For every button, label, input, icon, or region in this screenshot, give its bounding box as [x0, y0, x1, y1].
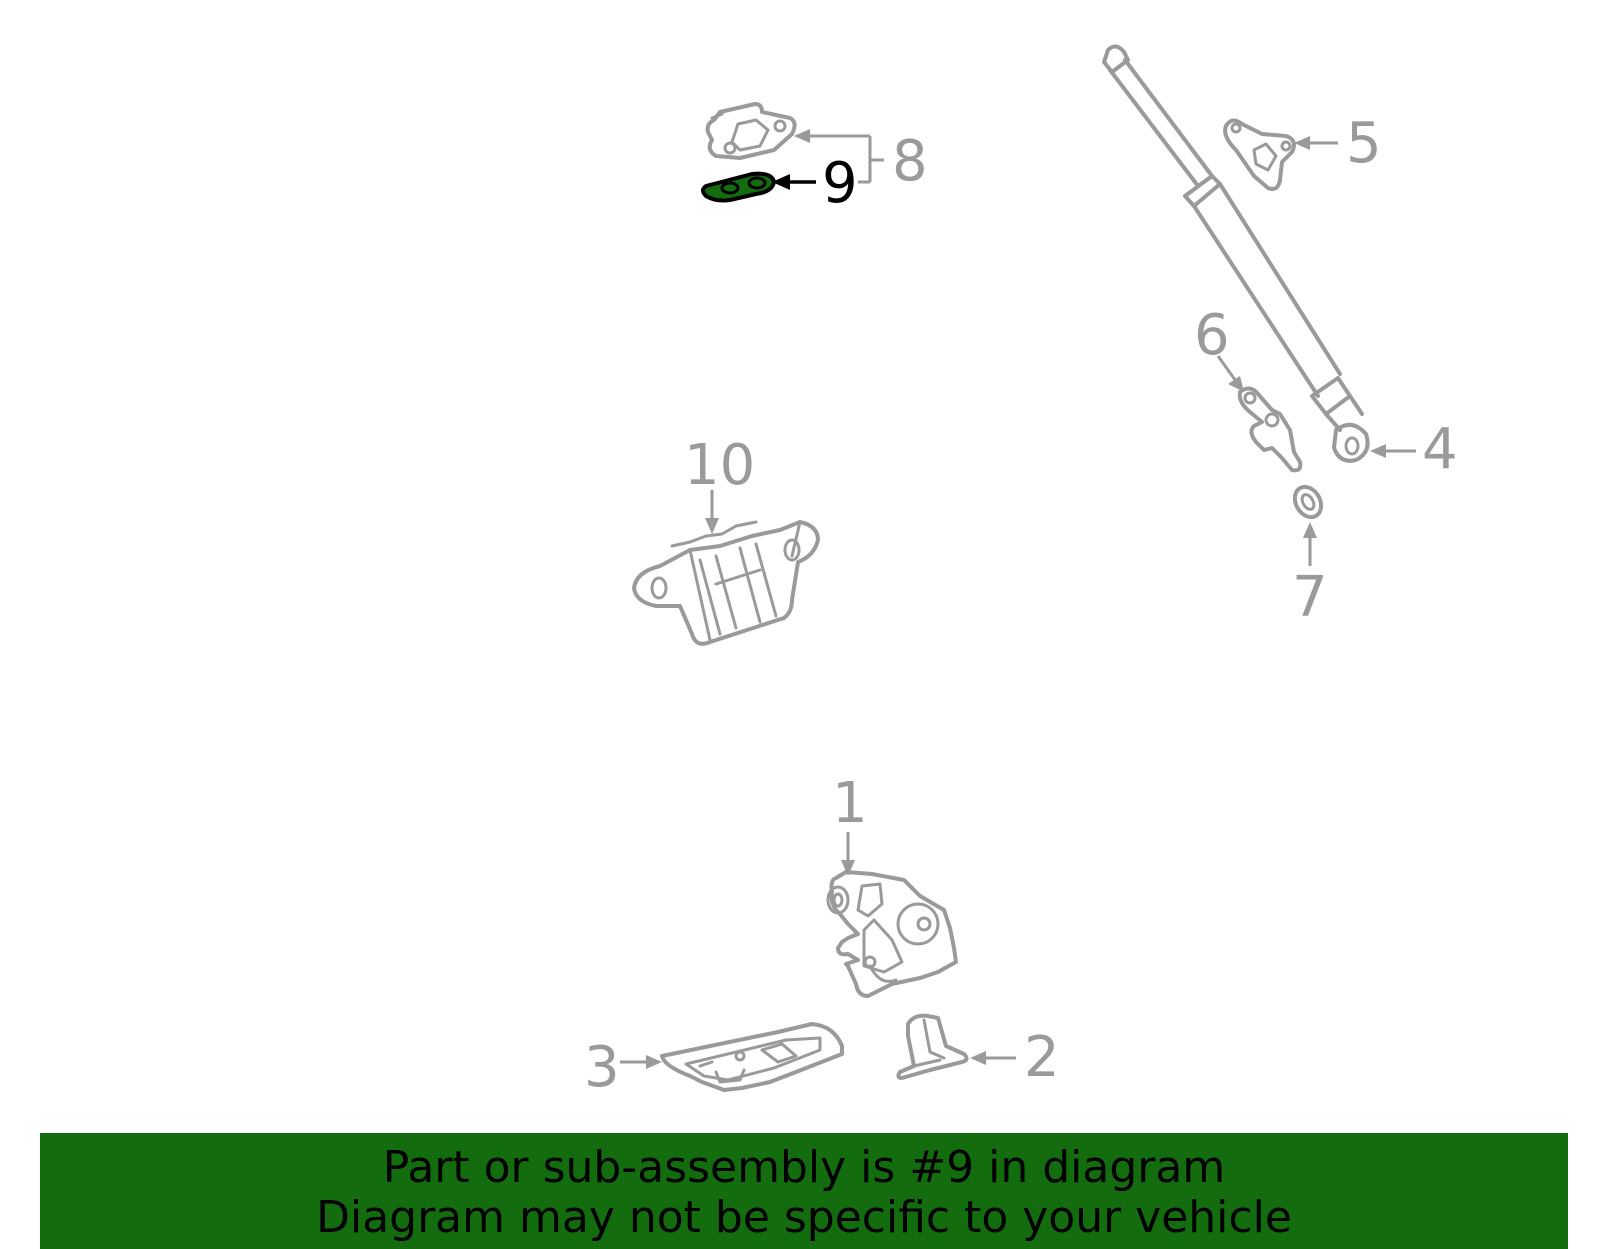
callout-3[interactable]: 3 — [584, 1035, 620, 1100]
part-7-grommet[interactable] — [1290, 482, 1327, 522]
part-8-bracket[interactable] — [705, 102, 797, 160]
callout-10[interactable]: 10 — [684, 433, 755, 498]
callout-2[interactable]: 2 — [1024, 1025, 1060, 1090]
part-6-lower-bracket[interactable] — [1237, 386, 1303, 473]
part-9-gasket-highlighted[interactable] — [701, 171, 776, 203]
part-4-lift-support-strut[interactable] — [1102, 44, 1370, 463]
info-banner: Part or sub-assembly is #9 in diagram Di… — [40, 1133, 1568, 1249]
banner-line-1: Part or sub-assembly is #9 in diagram — [382, 1142, 1226, 1193]
callout-7[interactable]: 7 — [1292, 565, 1328, 630]
callout-1[interactable]: 1 — [832, 771, 868, 836]
part-1-latch-actuator[interactable] — [826, 870, 958, 998]
callout-8[interactable]: 8 — [892, 129, 928, 194]
callout-9[interactable]: 9 — [822, 151, 858, 216]
part-5-upper-bracket[interactable] — [1223, 118, 1296, 191]
part-6-leader — [1216, 355, 1244, 392]
callout-4[interactable]: 4 — [1422, 417, 1458, 482]
part-3-cover-plate[interactable] — [660, 1022, 844, 1092]
part-2-small-bracket[interactable] — [896, 1013, 969, 1080]
part-9-leader — [772, 174, 816, 190]
part-1-leader — [841, 832, 855, 876]
part-5-leader — [1294, 136, 1338, 150]
part-7-leader — [1303, 522, 1317, 566]
callout-5[interactable]: 5 — [1346, 111, 1382, 176]
callout-6[interactable]: 6 — [1194, 303, 1230, 368]
part-3-leader — [620, 1055, 662, 1069]
part-10-leader — [705, 490, 719, 534]
part-10-handle-housing[interactable] — [632, 520, 820, 646]
part-2-leader — [970, 1051, 1016, 1065]
part-4-leader — [1370, 444, 1416, 458]
banner-line-2: Diagram may not be specific to your vehi… — [316, 1192, 1292, 1243]
part-8-leader — [794, 129, 884, 184]
